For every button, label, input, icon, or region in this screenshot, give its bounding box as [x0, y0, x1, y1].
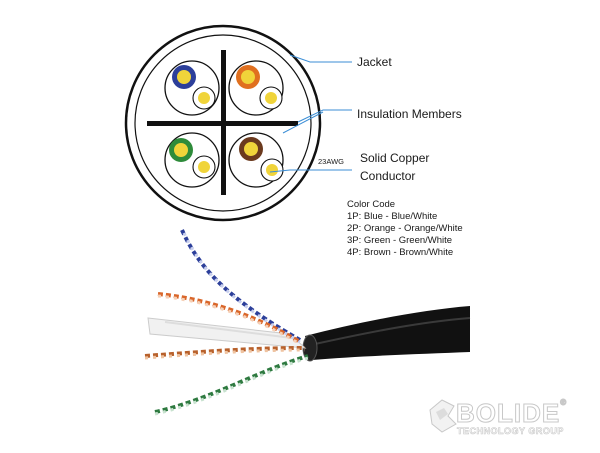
conductor-label-line2: Conductor: [360, 169, 415, 183]
registered-mark: ®: [560, 398, 568, 408]
orange-pair-wire: [157, 292, 302, 344]
insulation-members-label: Insulation Members: [357, 107, 462, 121]
cable-cross-section: [124, 24, 322, 222]
brand-name: BOLIDE®: [455, 398, 568, 429]
brown-pair-wire: [144, 346, 306, 358]
cable-illustration: [144, 229, 471, 416]
pair-4-brown: [228, 132, 284, 188]
pair-3-green: [164, 132, 220, 188]
cable-jacket: [305, 306, 470, 360]
cross-separator-vertical: [221, 50, 226, 195]
color-code-pair-2: 2P: Orange - Orange/White: [347, 223, 463, 234]
bolide-logo-icon: [429, 399, 457, 433]
leader-lines: [269, 54, 352, 173]
conductor-label-line1: Solid Copper: [360, 151, 429, 165]
color-code-pair-4: 4P: Brown - Brown/White: [347, 247, 454, 258]
color-code-pair-1: 1P: Blue - Blue/White: [347, 211, 438, 222]
pair-1-blue: [164, 60, 220, 116]
jacket-ring: [124, 24, 322, 222]
brand-logo: BOLIDE® TECHNOLOGY GROUP: [426, 398, 596, 440]
color-code-pair-3: 3P: Green - Green/White: [347, 235, 453, 246]
brand-subtitle: TECHNOLOGY GROUP: [457, 426, 564, 437]
pair-2-orange: [228, 60, 284, 116]
inner-ring: [134, 34, 312, 212]
jacket-label: Jacket: [357, 55, 392, 69]
color-code-title: Color Code: [347, 199, 396, 210]
gauge-label: 23AWG: [318, 157, 344, 166]
green-pair-wire: [154, 354, 309, 414]
